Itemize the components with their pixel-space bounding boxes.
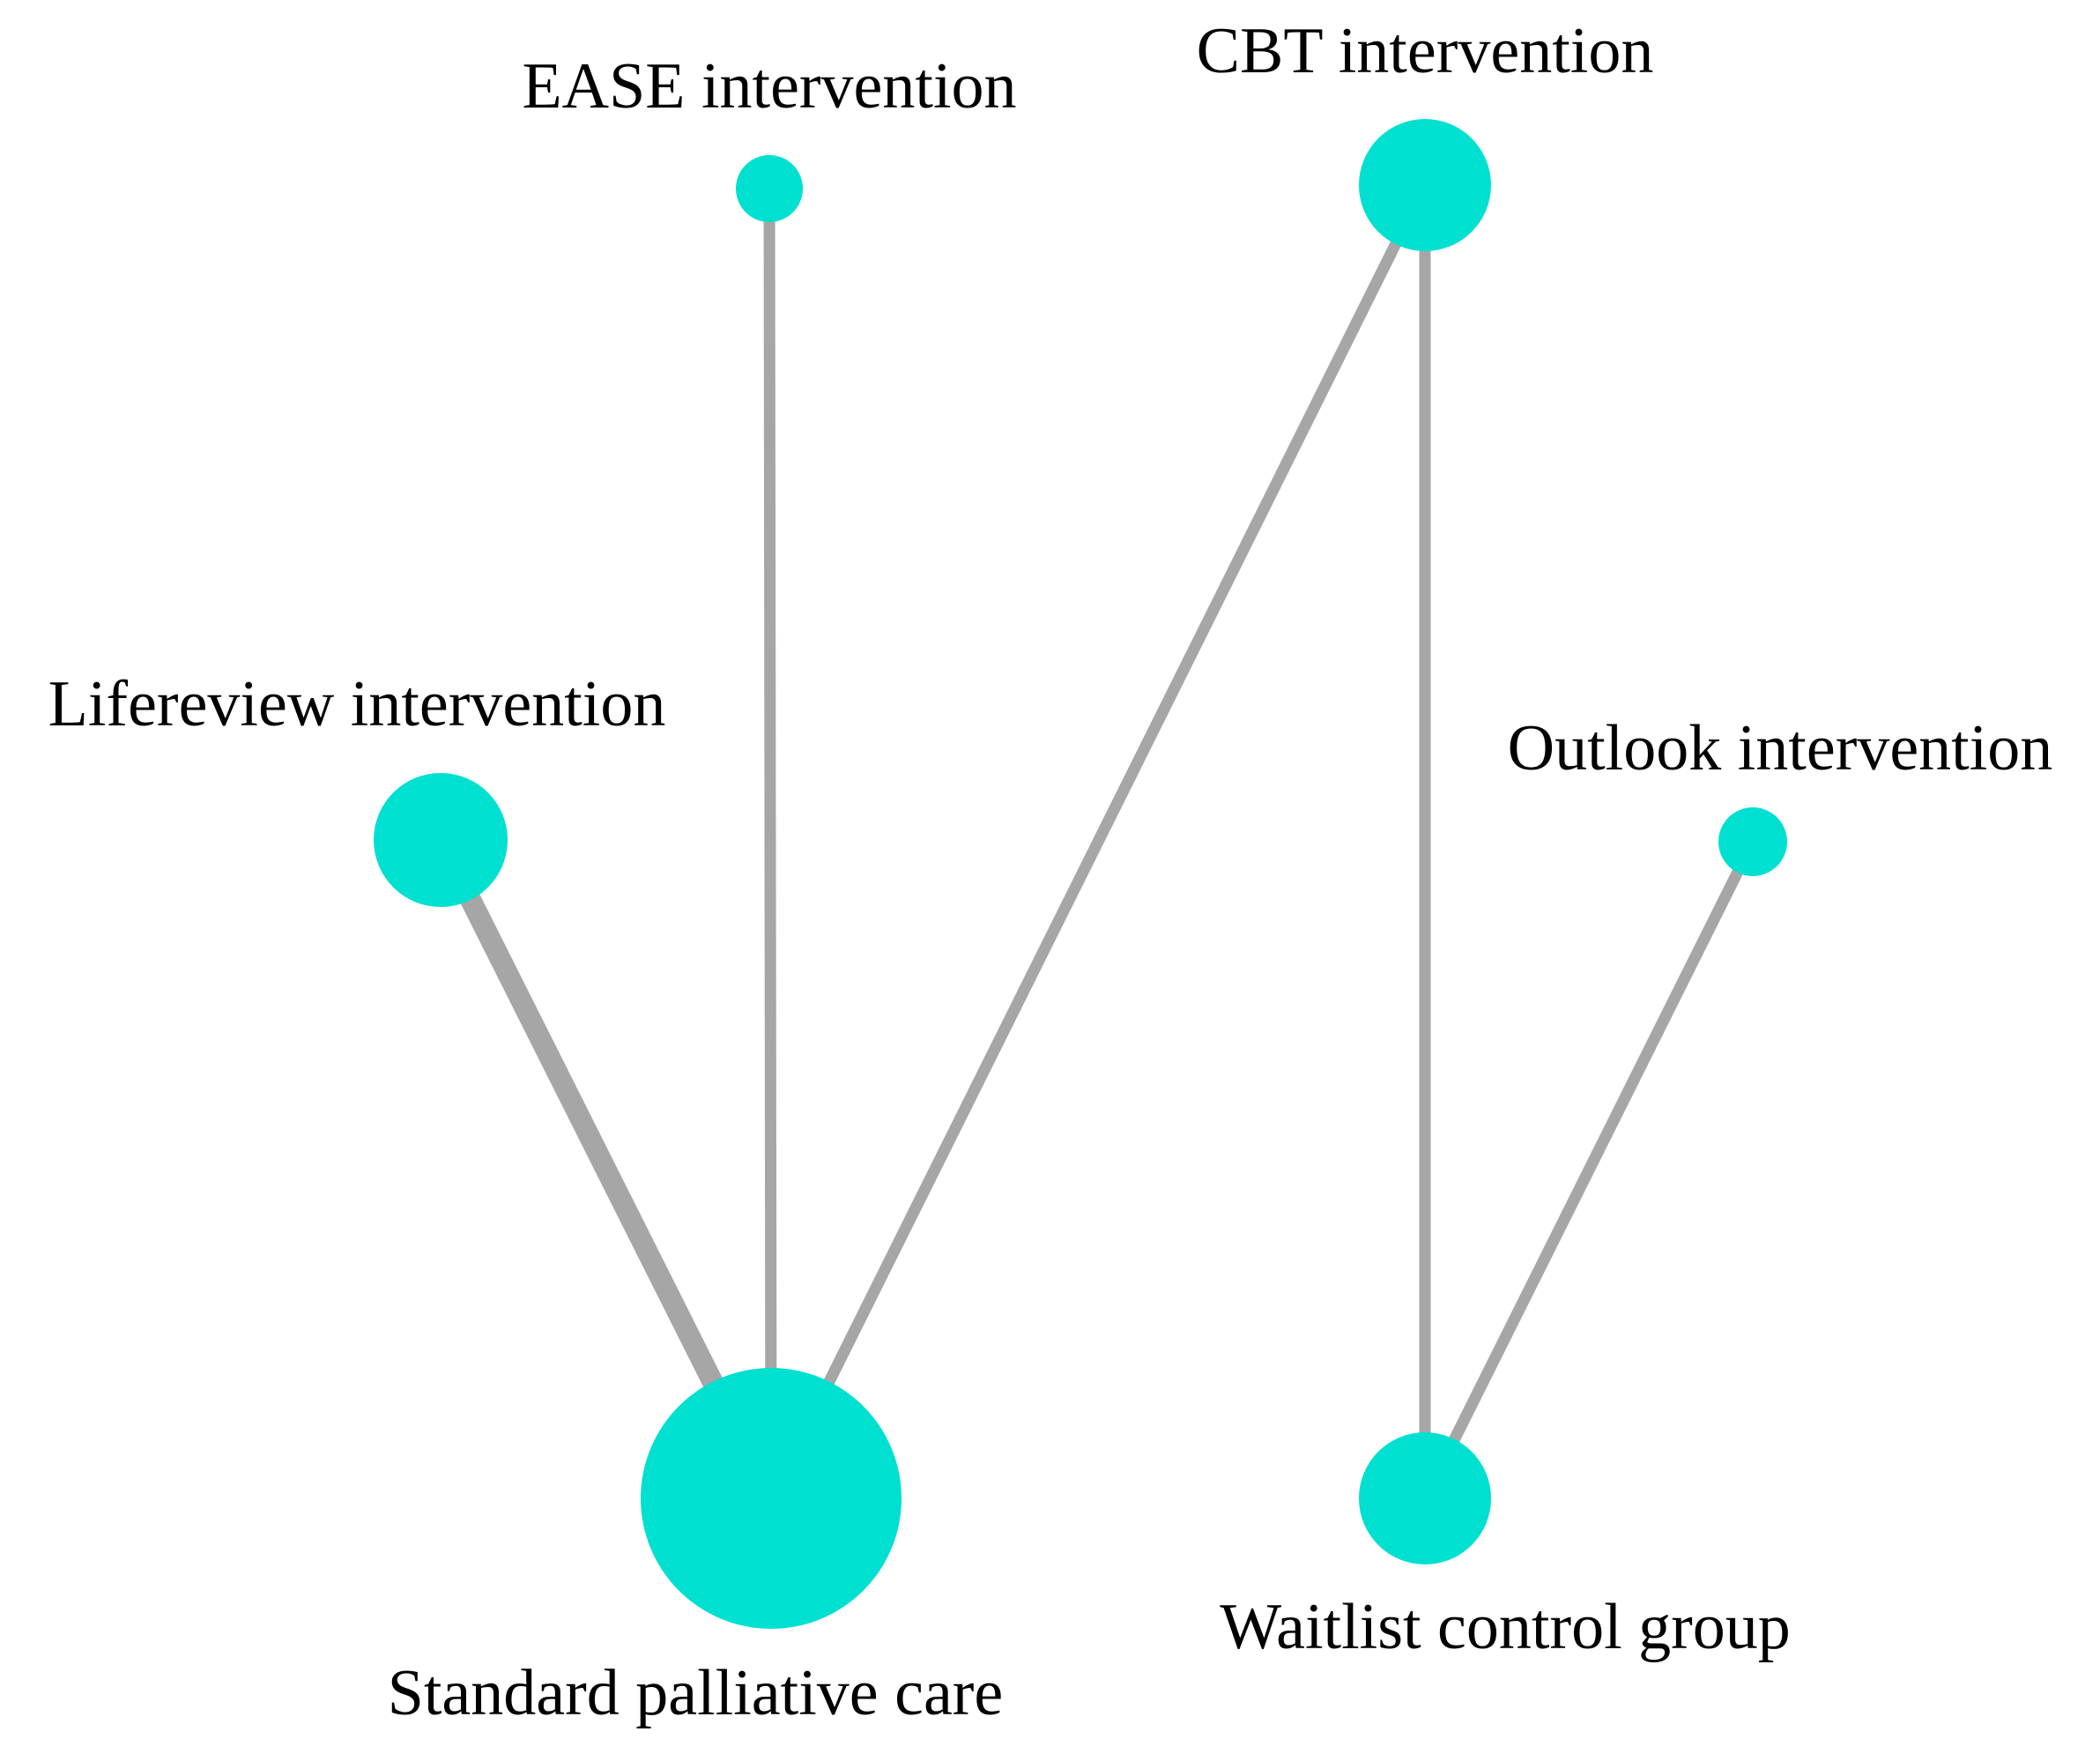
node-waitlist	[1359, 1432, 1491, 1564]
edge-ease-standard	[763, 188, 777, 1499]
label-ease: EASE intervention	[522, 50, 1016, 123]
node-layer	[374, 119, 1787, 1629]
node-standard	[641, 1368, 902, 1629]
node-outlook	[1718, 807, 1787, 876]
label-layer: EASE intervention CBT intervention Lifer…	[48, 15, 2053, 1729]
node-lifereview	[374, 773, 508, 907]
node-cbt	[1359, 119, 1491, 251]
label-outlook: Outlook intervention	[1508, 712, 2053, 784]
edge-layer	[431, 182, 1758, 1504]
label-cbt: CBT intervention	[1197, 15, 1654, 87]
node-ease	[736, 155, 803, 222]
label-waitlist: Waitlist control group	[1220, 1591, 1791, 1663]
edge-outlook-waitlist	[1420, 839, 1758, 1501]
label-lifereview: Lifereview intervention	[48, 668, 666, 740]
label-standard: Standard palliative care	[388, 1657, 1004, 1729]
edge-cbt-standard	[766, 182, 1430, 1501]
